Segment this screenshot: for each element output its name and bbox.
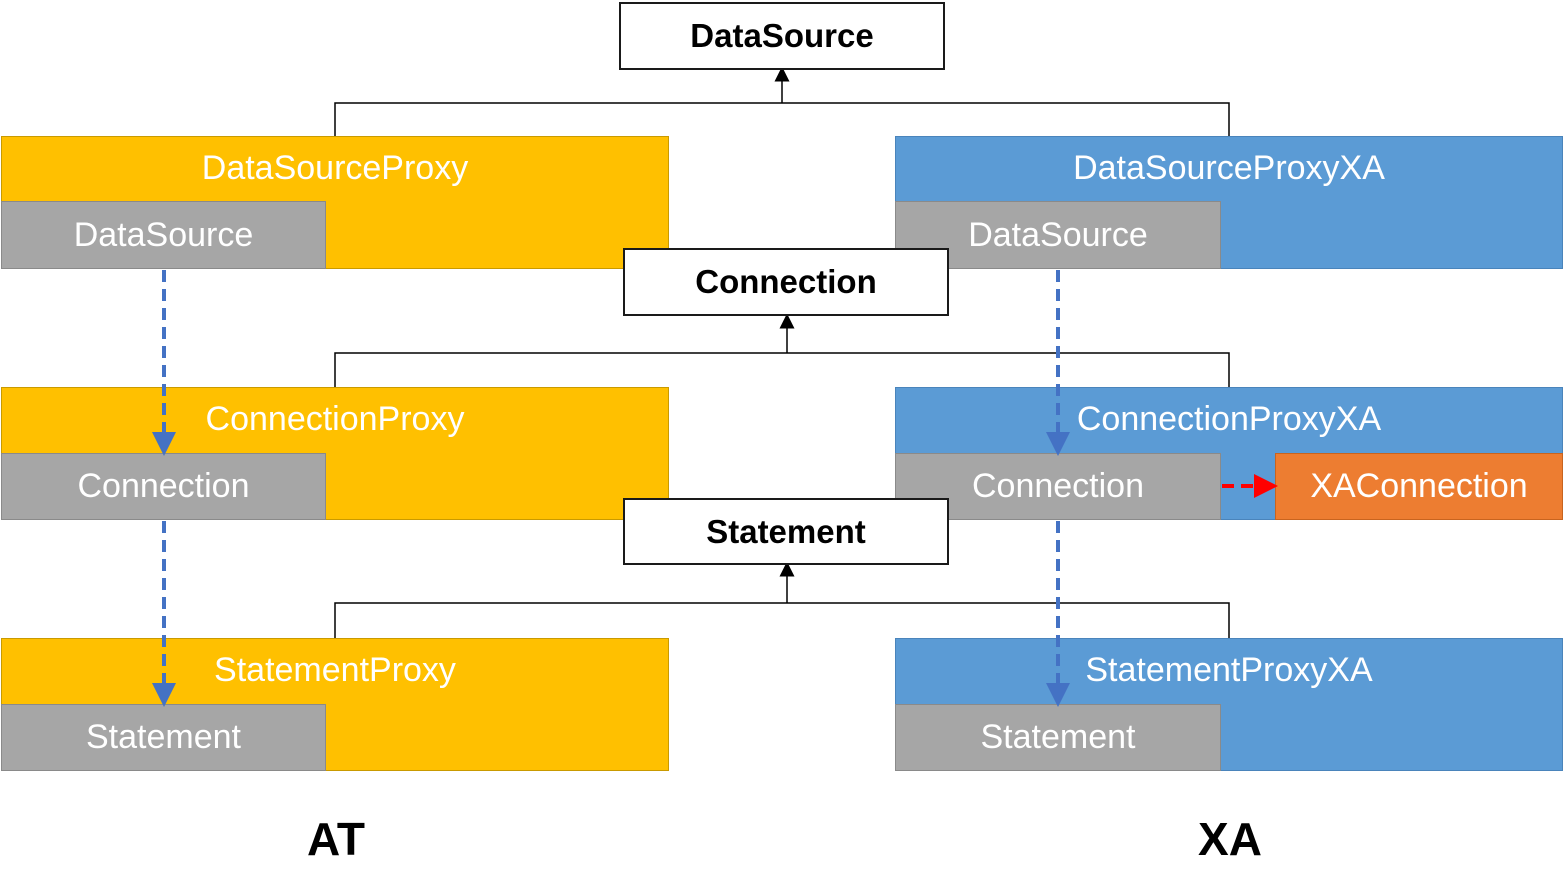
at-group-label: AT <box>307 813 365 865</box>
xa-datasource-proxy-title: DataSourceProxyXA <box>1073 149 1385 187</box>
at-datasource-inner-label: DataSource <box>73 215 254 254</box>
connection-interface-label: Connection <box>695 263 877 300</box>
datasource-interface-box: DataSource <box>619 2 945 70</box>
xa-statement-proxy-title: StatementProxyXA <box>1085 651 1373 689</box>
at-statement-inner: Statement <box>1 704 326 771</box>
at-connection-inner: Connection <box>1 453 326 520</box>
xa-connection-inner-label: Connection <box>971 467 1144 505</box>
at-statement-proxy-title: StatementProxy <box>214 651 456 689</box>
xa-connection-inner: Connection <box>895 453 1221 520</box>
datasource-interface-label: DataSource <box>690 17 874 54</box>
at-connection-inner-label: Connection <box>77 467 250 505</box>
xa-datasource-inner: DataSource <box>895 201 1221 269</box>
at-statement-inner-label: Statement <box>86 718 241 756</box>
xa-connection-box-label: XAConnection <box>1310 467 1528 505</box>
datasource-inheritance <box>334 66 1230 136</box>
xa-statement-inner-label: Statement <box>980 718 1136 756</box>
statement-interface-box: Statement <box>623 498 949 565</box>
connection-interface-box: Connection <box>623 248 949 316</box>
at-datasource-proxy-title: DataSourceProxy <box>201 149 469 187</box>
xa-group-label: XA <box>1198 813 1262 865</box>
at-datasource-inner: DataSource <box>1 201 326 269</box>
xa-connection-proxy-title: ConnectionProxyXA <box>1076 400 1382 438</box>
at-connection-proxy-title: ConnectionProxy <box>205 400 465 438</box>
xa-connection-box: XAConnection <box>1275 453 1563 520</box>
xa-datasource-inner-label: DataSource <box>968 215 1148 254</box>
statement-interface-label: Statement <box>706 512 866 550</box>
connection-inheritance <box>334 313 1230 387</box>
statement-inheritance <box>334 561 1230 638</box>
